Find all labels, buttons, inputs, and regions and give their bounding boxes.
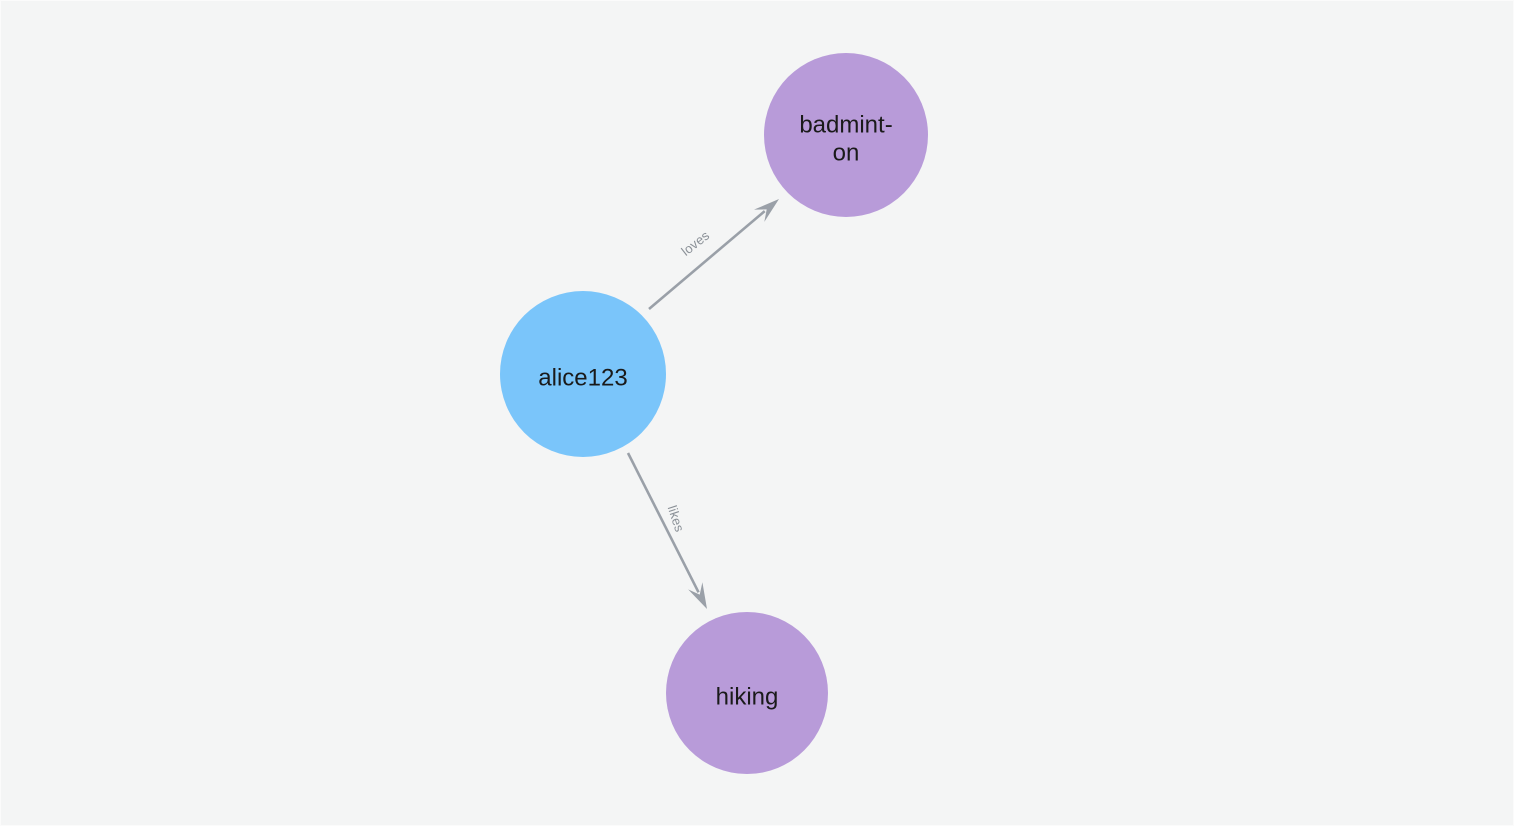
edge-alice123-loves-badminton[interactable]: loves [648, 199, 779, 310]
node-alice123[interactable]: alice123 [500, 291, 666, 457]
edge-line[interactable] [648, 210, 766, 310]
arrowhead-icon [753, 199, 779, 222]
node-layer: badmint- on alice123 hiking [500, 53, 928, 774]
node-alice123-circle[interactable] [500, 291, 666, 457]
node-badminton[interactable]: badmint- on [764, 53, 928, 217]
edge-label-loves: loves [678, 227, 712, 258]
arrowhead-icon [688, 582, 707, 609]
node-hiking-circle[interactable] [666, 612, 828, 774]
edge-alice123-likes-hiking[interactable]: likes [626, 452, 707, 609]
node-badminton-circle[interactable] [764, 53, 928, 217]
node-hiking[interactable]: hiking [666, 612, 828, 774]
edge-line[interactable] [626, 452, 700, 593]
